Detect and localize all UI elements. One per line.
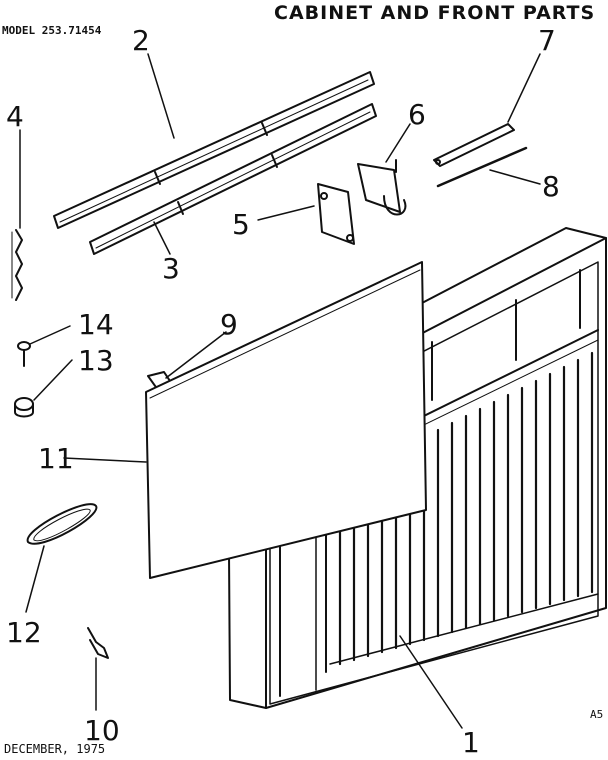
callout-12: 12: [6, 616, 42, 649]
callout-14: 14: [78, 308, 114, 341]
callout-6: 6: [408, 98, 426, 131]
part-4-strip: [11, 229, 23, 301]
part-6-bracket: [357, 159, 407, 216]
part-7-lever: [433, 123, 515, 167]
part-8-rod: [436, 146, 528, 188]
callout-11: 11: [38, 442, 74, 475]
callout-8: 8: [542, 170, 560, 203]
callout-13: 13: [78, 344, 114, 377]
sheet-code: A5: [590, 708, 604, 721]
callout-3: 3: [162, 252, 180, 285]
part-11-panel: [145, 261, 427, 579]
callout-2: 2: [132, 24, 150, 57]
part-5-bracket: [317, 183, 355, 245]
leader-lines: [19, 53, 541, 729]
callout-1: 1: [462, 726, 480, 759]
part-14-screw: [17, 341, 31, 367]
callout-7: 7: [538, 24, 556, 57]
diagram-title: CABINET AND FRONT PARTS: [274, 2, 596, 24]
part-12-gasket: [26, 503, 98, 545]
part-2-rail: [53, 71, 375, 229]
callout-10: 10: [84, 714, 120, 747]
part-13-bumper: [14, 397, 34, 418]
part-10-clip: [87, 627, 109, 659]
callout-5: 5: [232, 208, 250, 241]
model-number: MODEL 253.71454: [2, 24, 102, 37]
diagram-date: DECEMBER, 1975: [4, 742, 106, 756]
callout-4: 4: [6, 100, 24, 133]
part-3-rail: [89, 103, 377, 255]
callout-9: 9: [220, 308, 238, 341]
